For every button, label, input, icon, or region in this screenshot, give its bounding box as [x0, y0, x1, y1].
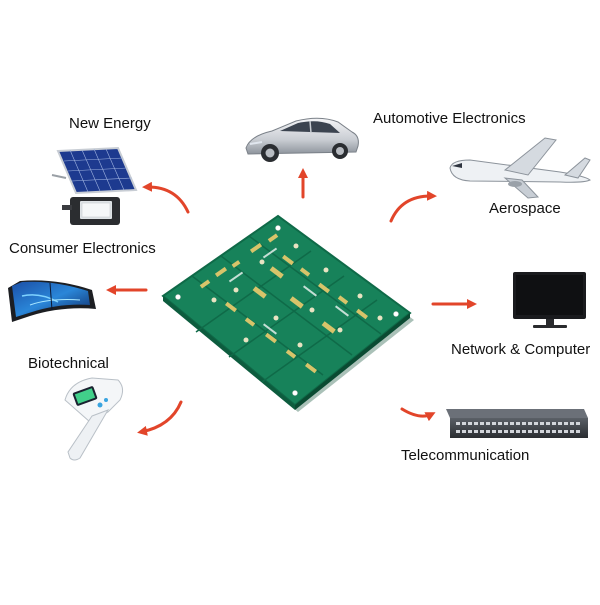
arrow-telecom: [400, 407, 436, 422]
pcb-substrate: [161, 214, 412, 407]
label-consumer-electronics: Consumer Electronics: [9, 240, 156, 257]
label-telecommunication: Telecommunication: [401, 447, 530, 464]
arrows: [106, 168, 477, 436]
label-automotive-electronics: Automotive Electronics: [373, 110, 526, 127]
solar-panel-icon: [51, 146, 138, 225]
arrow-new-energy: [142, 181, 190, 214]
network-switch-icon: [446, 409, 588, 438]
pcb-board: [161, 214, 414, 412]
label-aerospace: Aerospace: [489, 200, 561, 217]
car-icon: [245, 117, 359, 162]
thermometer-gun-icon: [64, 377, 124, 461]
arrow-biotech: [137, 400, 183, 436]
label-network-computer: Network & Computer: [451, 341, 591, 358]
monitor-icon: [513, 272, 586, 328]
arrow-aerospace: [389, 190, 437, 223]
label-biotechnical: Biotechnical: [28, 355, 109, 372]
foldable-phone-icon: [8, 280, 96, 322]
label-new-energy: New Energy: [69, 115, 151, 132]
airplane-icon: [449, 137, 591, 199]
